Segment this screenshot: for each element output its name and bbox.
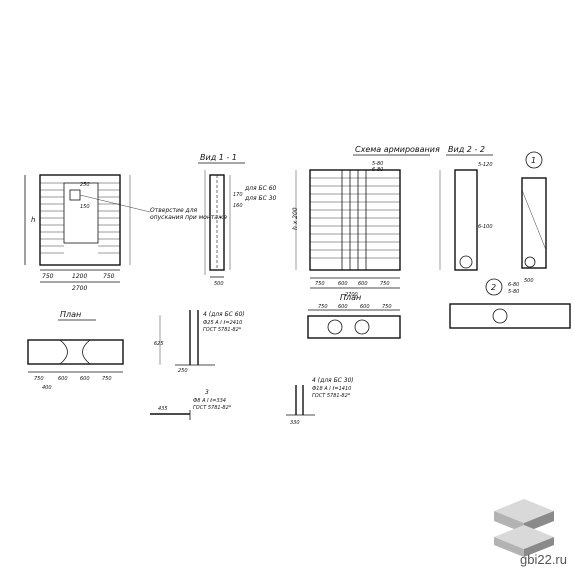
note-4-bs30-spec2: ГОСТ 5781-82* xyxy=(312,393,351,399)
view-2-2-section xyxy=(439,169,478,271)
dim-600b: 600 xyxy=(358,281,368,287)
dim-600a: 600 xyxy=(338,281,348,287)
plan-left xyxy=(27,339,124,373)
dim-600e: 600 xyxy=(338,304,348,310)
step-5-80: 5-80 xyxy=(372,161,383,167)
callout-1-detail xyxy=(521,151,547,269)
dim-170: 170 xyxy=(233,192,243,198)
note-3-spec1: Ф8 А I ℓ=334 xyxy=(193,398,226,404)
dim-750d: 750 xyxy=(380,281,390,287)
bar-detail-3 xyxy=(150,410,191,420)
step-6-100: 6-100 xyxy=(478,224,493,230)
logo-icon xyxy=(494,499,554,557)
dim-160: 160 xyxy=(233,203,243,209)
note-3: 3 xyxy=(205,389,209,396)
callout-2-detail xyxy=(449,278,571,329)
front-elevation xyxy=(24,174,151,283)
dim-750h: 750 xyxy=(382,304,392,310)
dim-250b: 250 xyxy=(178,368,188,374)
dim-600f: 600 xyxy=(360,304,370,310)
plan-mid-title: План xyxy=(340,293,361,302)
note-4-bs60: 4 (для БС 60) xyxy=(203,311,245,318)
dim-h-left: h xyxy=(31,216,35,224)
reinf-title: Схема армирования xyxy=(355,145,440,154)
dim-750a: 750 xyxy=(42,273,54,280)
plan-left-title: План xyxy=(60,310,81,319)
step-6-80b: 6-80 xyxy=(508,282,519,288)
note-3-spec2: ГОСТ 5781-82* xyxy=(193,405,232,411)
dim-2700: 2700 xyxy=(72,285,87,292)
dim-hx200: h x 200 xyxy=(292,207,299,230)
plan-mid xyxy=(307,309,401,339)
note-4-bs60-spec2: ГОСТ 5781-82* xyxy=(203,327,242,333)
view-2-2-title: Вид 2 - 2 xyxy=(448,145,485,154)
step-5-80b: 5-80 xyxy=(508,289,519,295)
dim-2700b: 2700 xyxy=(345,292,358,298)
dim-1200: 1200 xyxy=(72,273,87,280)
view-1-1-title: Вид 1 - 1 xyxy=(200,153,237,162)
label-bs60: для БС 60 xyxy=(244,185,277,192)
site-url[interactable]: gbi22.ru xyxy=(520,552,567,567)
note-4-bs30-spec1: Ф18 А I ℓ=1410 xyxy=(312,386,351,392)
bar-detail-4-bs30 xyxy=(286,385,315,416)
dim-600c: 600 xyxy=(58,376,68,382)
dim-750b: 750 xyxy=(103,273,115,280)
dim-625: 625 xyxy=(154,341,164,347)
dim-750c: 750 xyxy=(315,281,325,287)
dim-500: 500 xyxy=(214,281,224,287)
dim-330: 330 xyxy=(290,420,300,426)
dim-600d: 600 xyxy=(80,376,90,382)
dim-750g: 750 xyxy=(318,304,328,310)
dim-750f: 750 xyxy=(102,376,112,382)
dim-750e: 750 xyxy=(34,376,44,382)
reinforcement-scheme xyxy=(295,169,401,289)
hole-note-line2: опускания при монтаже xyxy=(150,214,227,221)
callout-1-number: 1 xyxy=(531,156,536,165)
callout-2-number: 2 xyxy=(491,283,496,292)
hole-note-line1: Отверстие для xyxy=(150,207,198,214)
dim-250: 250 xyxy=(80,182,90,188)
note-4-bs60-spec1: Ф25 А I ℓ=2410 xyxy=(203,320,242,326)
step-6-80: 6-80 xyxy=(372,167,383,173)
dim-150: 150 xyxy=(80,204,90,210)
dim-500b: 500 xyxy=(524,278,534,284)
bar-detail-4-bs60 xyxy=(159,310,215,366)
dim-400: 400 xyxy=(42,385,52,391)
note-4-bs30: 4 (для БС 30) xyxy=(312,377,354,384)
dim-435: 435 xyxy=(158,406,168,412)
label-bs30: для БС 30 xyxy=(244,195,277,202)
view-1-1-section xyxy=(204,170,231,278)
step-5-120: 5-120 xyxy=(478,162,493,168)
